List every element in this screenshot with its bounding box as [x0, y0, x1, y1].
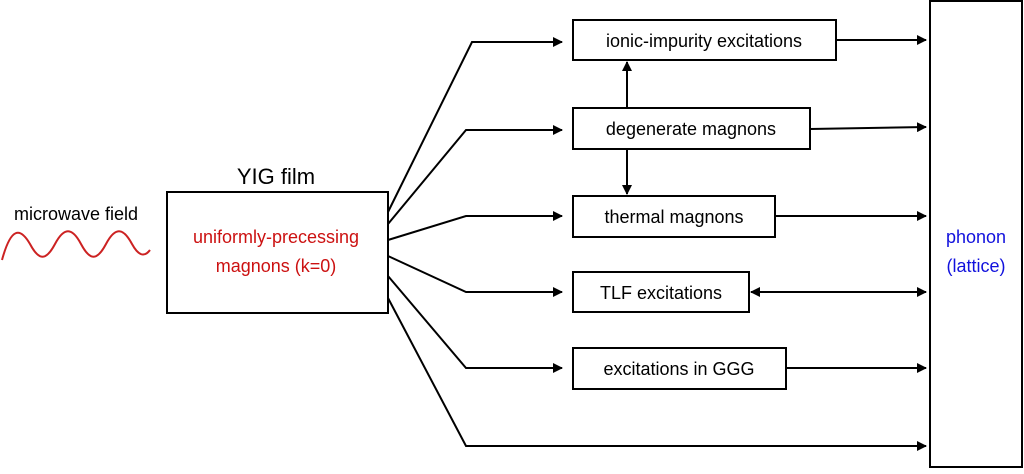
arrow-to-degenerate: [387, 125, 563, 225]
ionic-impurity-label: ionic-impurity excitations: [606, 31, 802, 51]
phonon-label-line2: (lattice): [946, 256, 1005, 276]
degenerate-magnons-label: degenerate magnons: [606, 119, 776, 139]
microwave-field-label: microwave field: [14, 204, 138, 224]
arrow-to-ionic: [387, 37, 563, 213]
tlf-excitations-label: TLF excitations: [600, 283, 722, 303]
arrow-to-tlf: [387, 255, 563, 297]
microwave-wave: [1, 230, 151, 261]
source-label-line2: magnons (k=0): [216, 256, 337, 276]
arrow-to-ggg: [387, 275, 563, 373]
degenerate-magnons-box: [572, 107, 811, 150]
phonon-label-line1: phonon: [946, 227, 1006, 247]
tlf-excitations-box: [572, 271, 750, 313]
thermal-magnons-label: thermal magnons: [604, 207, 743, 227]
thermal-magnons-box: [572, 195, 776, 238]
arrow-direct-to-phonon: [387, 297, 927, 451]
yig-film-box: [166, 191, 389, 314]
arrow-degenerate-to-phonon: [809, 122, 927, 133]
source-label-line1: uniformly-precessing: [193, 227, 359, 247]
phonon-lattice-box: [929, 0, 1023, 468]
arrow-to-thermal: [387, 211, 563, 241]
ggg-excitations-label: excitations in GGG: [603, 359, 754, 379]
yig-film-title: YIG film: [237, 164, 315, 189]
